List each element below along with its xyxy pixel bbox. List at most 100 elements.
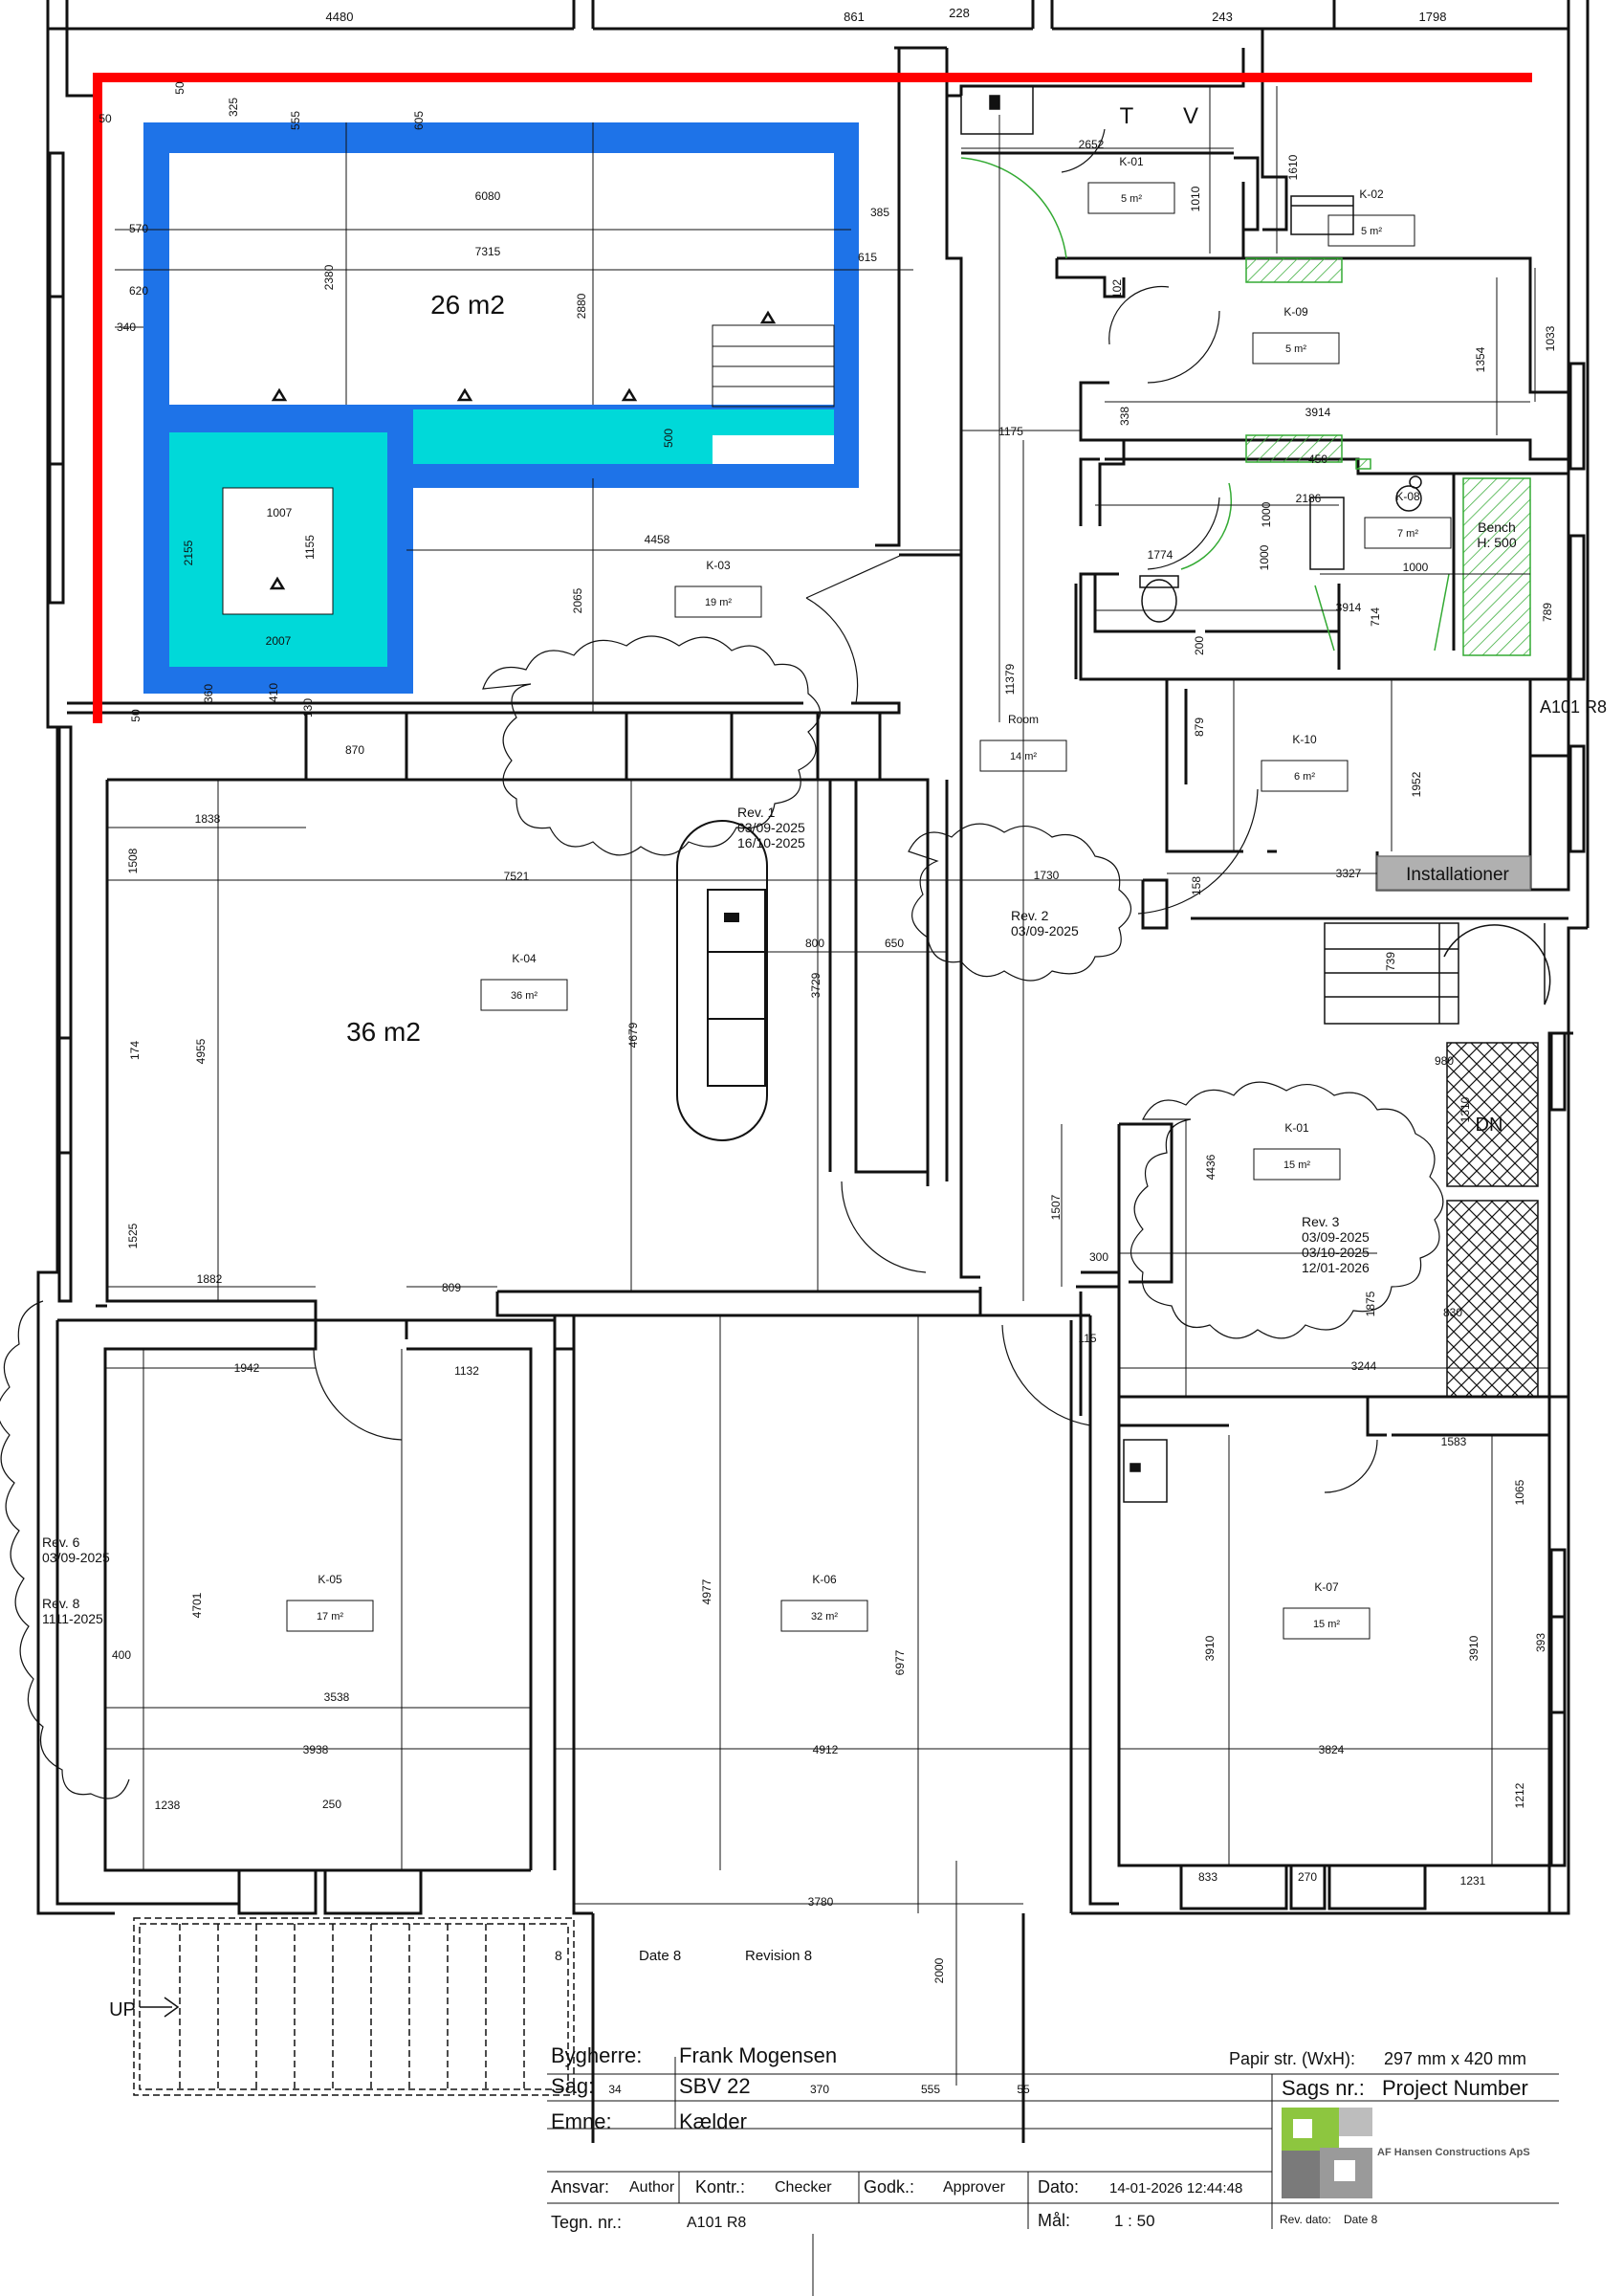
room-id-label: K-09 [1283,305,1308,319]
dimension-label: 243 [1212,10,1233,24]
room-id-label: K-10 [1292,733,1317,746]
room-area-box [674,585,762,618]
rev6-note: 03/09-2025 [42,1550,110,1565]
dimension-label: 4458 [645,533,670,546]
dimension-label: 1000 [1260,501,1273,527]
dimension-label: 50 [99,112,112,125]
sagsnr-value: Project Number [1382,2076,1528,2100]
dimension-label: 2155 [182,540,195,565]
dimension-label: 555 [921,2083,940,2096]
rev1-note: 16/10-2025 [737,835,805,850]
dimension-label: 3914 [1336,601,1362,614]
pool [143,122,859,694]
dimension-label: 1583 [1441,1435,1467,1448]
room-area-box [1261,760,1349,792]
room-id-label: K-01 [1284,1121,1309,1135]
dimension-label: 102 [1110,279,1124,298]
dimension-label: 2880 [575,293,588,319]
room-area-box [1252,332,1340,364]
dimension-label: 555 [289,111,302,130]
dimension-label: 270 [1298,1870,1317,1884]
interior-walls [55,29,1568,2143]
dimension-label: 809 [442,1281,461,1294]
dimension-label: 300 [1089,1250,1108,1264]
dimension-label: 1838 [195,812,221,826]
dimension-label: 1610 [1286,154,1300,180]
rev1-note: 03/09-2025 [737,820,805,835]
ansvar-value: Author [629,2179,675,2196]
dimension-label: 1508 [126,848,140,873]
dimension-label: 3538 [324,1690,350,1704]
room-id-label: K-07 [1314,1580,1339,1594]
v-label: V [1183,103,1198,129]
bygherre-value: Frank Mogensen [679,2043,838,2067]
room-area-box [1087,182,1175,214]
door-swings [313,128,1378,1493]
dimension-label: 739 [1384,952,1397,971]
dimension-label: 1507 [1049,1194,1063,1220]
dimension-label: 6977 [893,1649,907,1675]
tegn-label: Tegn. nr.: [551,2213,623,2232]
rev3-note: Rev. 3 [1302,1214,1340,1229]
dimension-label: 410 [267,683,280,702]
dimension-label: 7315 [475,245,501,258]
dimension-label: 1354 [1474,346,1487,372]
dimension-label: 55 [1017,2083,1030,2096]
company-name: AF Hansen Constructions ApS [1377,2147,1530,2158]
rev3-note: 03/09-2025 [1302,1229,1370,1245]
dimension-label: 1007 [267,506,293,519]
dimension-label: 250 [322,1798,341,1811]
dimension-label: 325 [227,98,240,117]
dimension-label: 1212 [1513,1782,1526,1808]
dimension-label: 1132 [454,1364,479,1378]
dimension-label: 1155 [303,535,317,560]
emne-value: Kælder [679,2109,747,2133]
green-door-swings [960,157,1450,651]
room-id-label: K-08 [1395,490,1420,503]
room-area-box [1327,214,1415,247]
room-id-label: Room [1008,713,1039,726]
room-area-box [780,1600,868,1632]
dimension-label: 6080 [475,189,501,203]
room-area-label: 36 m² [511,990,537,1002]
installationer-box [1376,855,1531,891]
dimension-label: 4912 [813,1743,839,1756]
room-area-label: 32 m² [811,1611,838,1623]
dimension-label: 1882 [197,1272,223,1286]
dimension-label: 3824 [1319,1743,1345,1756]
dimension-label: 50 [173,81,186,95]
room-area-label: 14 m² [1010,751,1037,762]
dimension-label: 1798 [1419,10,1447,24]
room-area-label: 17 m² [317,1611,343,1623]
rev8-note: Rev. 8 [42,1596,80,1611]
dimension-label: 50 [129,709,143,722]
dimension-label: 1238 [155,1799,181,1812]
dn-label: DN [1476,1115,1503,1136]
godk-label: Godk.: [864,2177,915,2197]
dimension-label: 4679 [626,1022,640,1048]
dimension-label: 3910 [1467,1635,1480,1661]
dimension-label: 861 [844,10,865,24]
rev-table-revision: Revision 8 [745,1948,812,1964]
rev3-note: 12/01-2026 [1302,1260,1370,1275]
dimension-label: 1231 [1460,1874,1486,1888]
dimension-label: 3938 [303,1743,329,1756]
up-label: UP [109,1999,136,2020]
rev2-note: Rev. 2 [1011,908,1049,923]
dimension-label: 2380 [322,264,336,290]
dimension-label: 1875 [1364,1291,1377,1316]
dimension-label: 3244 [1351,1359,1377,1373]
room-area-box [979,740,1067,772]
dimension-label: 34 [608,2083,622,2096]
dimension-label: 870 [345,743,364,757]
room-id-label: K-01 [1119,155,1144,168]
dimension-label: 393 [1534,1633,1547,1652]
dimension-label: 3729 [809,972,822,998]
room-area-label: 19 m² [705,597,732,608]
dimension-label: 115 [1078,1332,1096,1345]
dimension-label: 228 [949,6,970,20]
building-walls [36,0,1590,1915]
room-id-label: K-05 [318,1573,342,1586]
stair-bottom-left [133,1917,575,2096]
